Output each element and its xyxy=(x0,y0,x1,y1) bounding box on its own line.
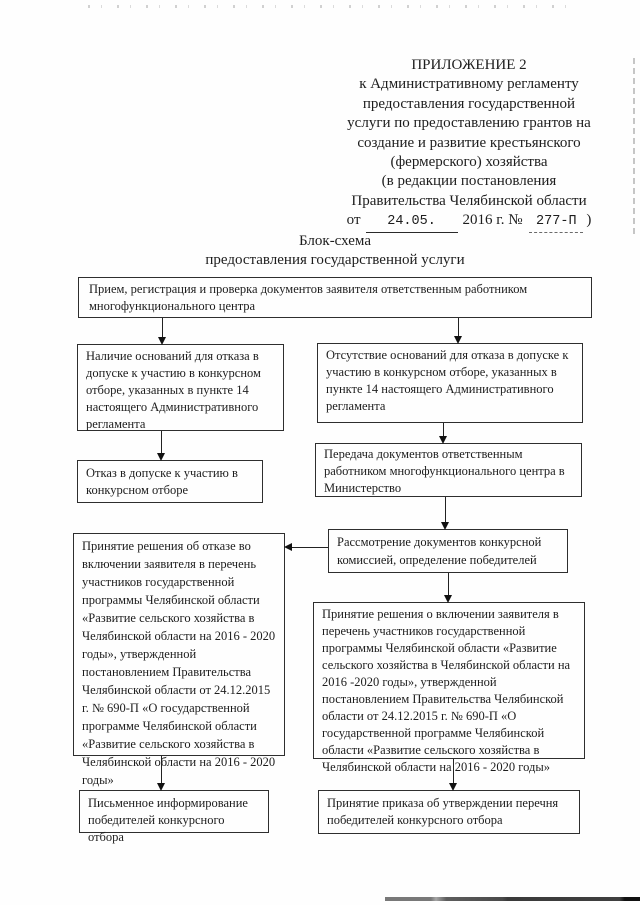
appendix-header: ПРИЛОЖЕНИЕ 2 к Административному регламе… xyxy=(318,56,620,233)
arrow-no-grounds-to-transfer xyxy=(439,423,448,444)
appendix-line: предоставления государственной xyxy=(362,95,576,112)
appendix-title: ПРИЛОЖЕНИЕ 2 xyxy=(411,57,527,73)
arrow-down-icon xyxy=(157,453,166,461)
date-prefix: от xyxy=(346,212,361,229)
box-decision-inclusion: Принятие решения о включении заявителя в… xyxy=(313,602,585,774)
date-middle: 2016 г. № xyxy=(462,212,523,229)
appendix-line: создание и развитие крестьянского xyxy=(357,134,581,151)
arrow-down-icon xyxy=(158,337,167,345)
scan-edge-dashes xyxy=(633,58,635,234)
appendix-line: к Административному регламенту xyxy=(359,76,579,93)
flowchart-title: Блок-схема предоставления государственно… xyxy=(78,232,592,270)
arrow-down-icon xyxy=(157,783,166,791)
appendix-line: Правительства Челябинской области xyxy=(351,192,587,209)
arrow-down-icon xyxy=(441,522,450,530)
number-filled-value: 277-П xyxy=(529,212,584,233)
arrow-reception-to-grounds xyxy=(158,318,167,345)
scan-noise-top xyxy=(88,5,566,8)
flowchart-title-line2: предоставления государственной услуги xyxy=(205,252,465,268)
box-order-approval: Принятие приказа об утверждении перечня … xyxy=(318,790,580,834)
arrow-transfer-to-review xyxy=(441,497,450,530)
box-written-notification: Письменное информирование победителей ко… xyxy=(79,790,269,844)
arrow-include-to-order xyxy=(449,759,458,791)
date-filled-value: 24.05. xyxy=(365,212,458,233)
box-no-grounds-for-refusal: Отсутствие оснований для отказа в допуск… xyxy=(317,343,583,423)
scan-bottom-line xyxy=(385,897,640,901)
arrow-review-to-refuse-decision xyxy=(284,543,328,552)
box-grounds-for-refusal: Наличие оснований для отказа в допуске к… xyxy=(77,344,284,431)
arrow-grounds-to-refusal xyxy=(157,431,166,461)
box-reception: Прием, регистрация и проверка документов… xyxy=(78,277,592,318)
box-refusal-of-admission: Отказ в допуске к участию в конкурсном о… xyxy=(77,460,263,503)
arrow-review-to-include-decision xyxy=(444,573,453,603)
arrow-left-icon xyxy=(284,543,292,552)
arrow-reception-to-no-grounds xyxy=(454,318,463,344)
arrow-down-icon xyxy=(454,336,463,344)
appendix-line: услуги по предоставлению грантов на xyxy=(347,115,591,132)
arrow-down-icon xyxy=(449,783,458,791)
arrow-refuse-to-notification xyxy=(157,756,166,791)
arrow-down-icon xyxy=(439,436,448,444)
date-suffix: ) xyxy=(586,212,592,229)
box-commission-review: Рассмотрение документов конкурсной комис… xyxy=(328,529,568,573)
flowchart-title-line1: Блок-схема xyxy=(299,233,371,249)
box-decision-refuse-inclusion: Принятие решения об отказе во включении … xyxy=(73,533,285,787)
appendix-line: (фермерского) хозяйства xyxy=(390,154,548,171)
arrow-down-icon xyxy=(444,595,453,603)
box-transfer-documents: Передача документов ответственным работн… xyxy=(315,443,582,497)
appendix-line: (в редакции постановления xyxy=(381,173,557,190)
